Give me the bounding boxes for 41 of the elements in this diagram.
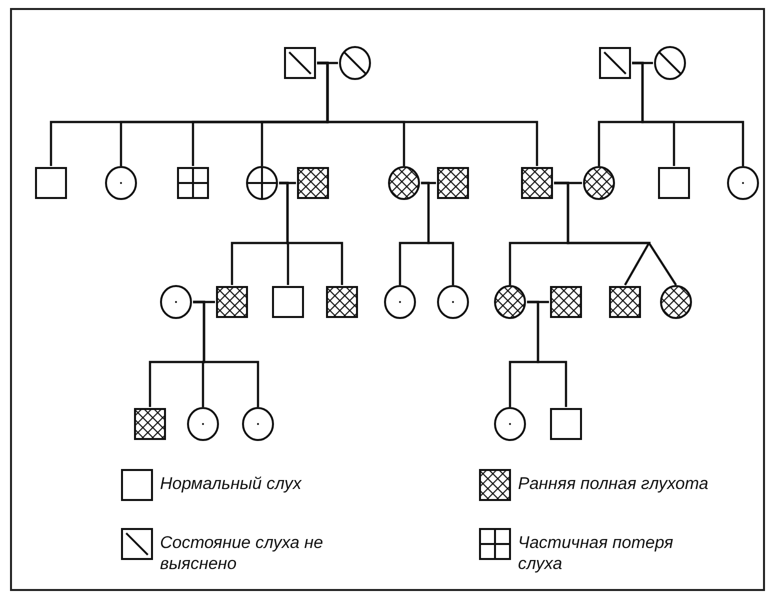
female-symbol	[436, 285, 470, 319]
male-symbol	[549, 285, 583, 319]
female-symbol	[653, 46, 687, 80]
pedigree-line	[632, 62, 744, 166]
male-symbol	[133, 407, 167, 441]
male-symbol	[34, 166, 68, 200]
female-symbol	[383, 285, 417, 319]
male-symbol	[608, 285, 642, 319]
male-symbol	[271, 285, 305, 319]
pedigree-line	[421, 182, 454, 285]
female-symbol	[245, 166, 279, 200]
female-symbol	[659, 285, 693, 319]
male-symbol	[283, 46, 317, 80]
female-symbol	[726, 166, 760, 200]
male-symbol	[657, 166, 691, 200]
male-symbol	[176, 166, 210, 200]
pedigree-line	[279, 182, 344, 285]
female-symbol	[104, 166, 138, 200]
pedigree-line	[317, 62, 538, 166]
female-symbol	[387, 166, 421, 200]
legend-label: Частичная потеря слуха	[518, 532, 674, 574]
female-symbol	[186, 407, 220, 441]
female-symbol	[582, 166, 616, 200]
female-symbol	[493, 407, 527, 441]
male-symbol	[520, 166, 554, 200]
female-symbol	[493, 285, 527, 319]
legend-label: Ранняя полная глухота	[518, 473, 710, 494]
male-symbol	[549, 407, 583, 441]
male-symbol	[325, 285, 359, 319]
female-symbol	[338, 46, 372, 80]
male-symbol	[436, 166, 470, 200]
legend-label: Нормальный слух	[160, 473, 303, 494]
male-symbol	[296, 166, 330, 200]
male-symbol	[598, 46, 632, 80]
female-symbol	[159, 285, 193, 319]
pedigree-line	[527, 300, 568, 407]
pedigree-line	[554, 182, 677, 286]
male-symbol	[215, 285, 249, 319]
pedigree-line	[193, 300, 260, 407]
legend-label: Состояние слуха не выяснено	[160, 532, 324, 574]
female-symbol	[241, 407, 275, 441]
